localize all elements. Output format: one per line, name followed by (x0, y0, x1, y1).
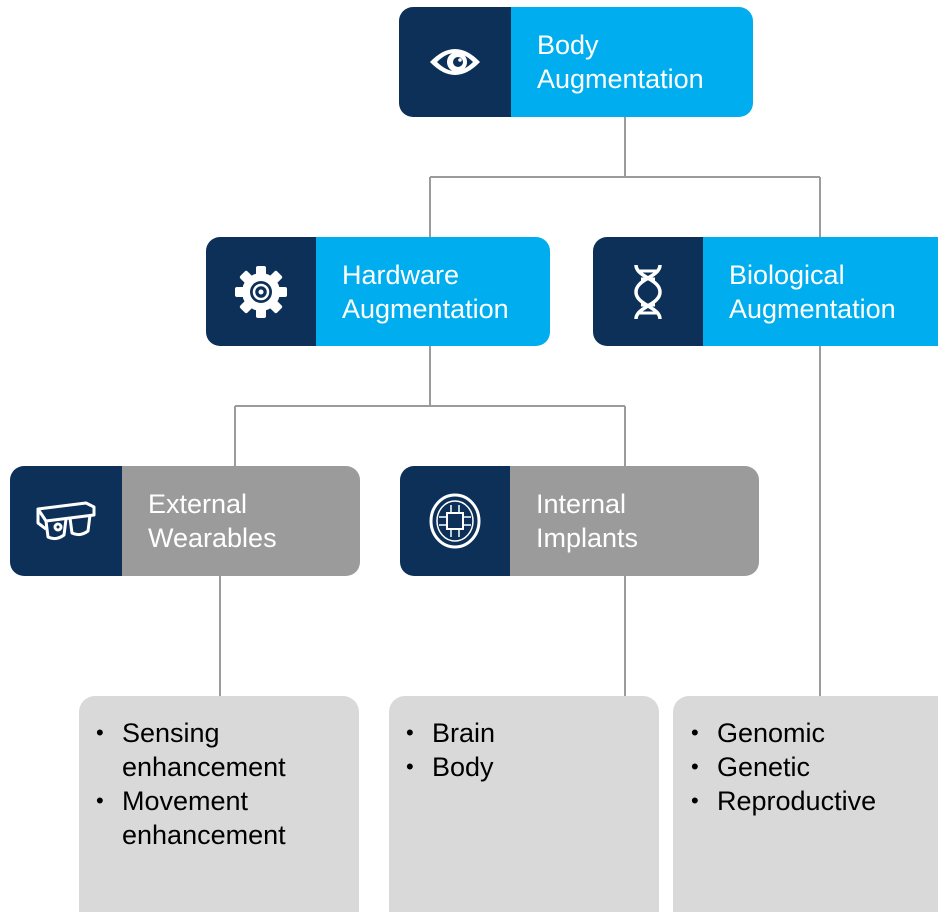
list-item: Reproductive (687, 784, 938, 818)
eye-icon (430, 49, 480, 75)
gear-icon (235, 265, 287, 318)
label-box: Internal Implants (510, 466, 759, 576)
icon-box (400, 466, 510, 576)
node-biological-augmentation: Biological Augmentation (593, 237, 938, 346)
list-item: Genomic (687, 716, 938, 750)
brain-chip-icon (429, 493, 481, 549)
label-box: Biological Augmentation (703, 237, 938, 346)
node-title: Body Augmentation (537, 30, 704, 94)
label-box: Body Augmentation (511, 7, 753, 117)
list-item: Movement enhancement (92, 784, 359, 852)
icon-box (206, 237, 316, 346)
node-title: Hardware Augmentation (342, 259, 509, 324)
node-title: Biological Augmentation (729, 259, 896, 324)
glasses-icon (36, 501, 96, 541)
node-hardware-augmentation: Hardware Augmentation (206, 237, 550, 346)
list-item: Brain (402, 716, 659, 750)
node-internal-implants: Internal Implants (400, 466, 759, 576)
node-title: External Wearables (148, 489, 277, 553)
list-item: Genetic (687, 750, 938, 784)
detail-box-biological-augmentation: Genomic Genetic Reproductive (673, 696, 938, 912)
node-body-augmentation: Body Augmentation (399, 7, 753, 117)
icon-box (399, 7, 511, 117)
detail-box-internal-implants: Brain Body (389, 696, 659, 912)
list-item: Body (402, 750, 659, 784)
list-item: Sensing enhancement (92, 716, 359, 784)
label-box: External Wearables (122, 466, 360, 576)
node-external-wearables: External Wearables (10, 466, 360, 576)
icon-box (593, 237, 703, 346)
label-box: Hardware Augmentation (316, 237, 550, 346)
dna-icon (634, 264, 662, 319)
icon-box (10, 466, 122, 576)
detail-list: Brain Body (389, 696, 659, 784)
node-title: Internal Implants (536, 489, 639, 553)
detail-box-external-wearables: Sensing enhancement Movement enhancement (79, 696, 359, 912)
detail-list: Sensing enhancement Movement enhancement (79, 696, 359, 852)
detail-list: Genomic Genetic Reproductive (673, 696, 938, 818)
